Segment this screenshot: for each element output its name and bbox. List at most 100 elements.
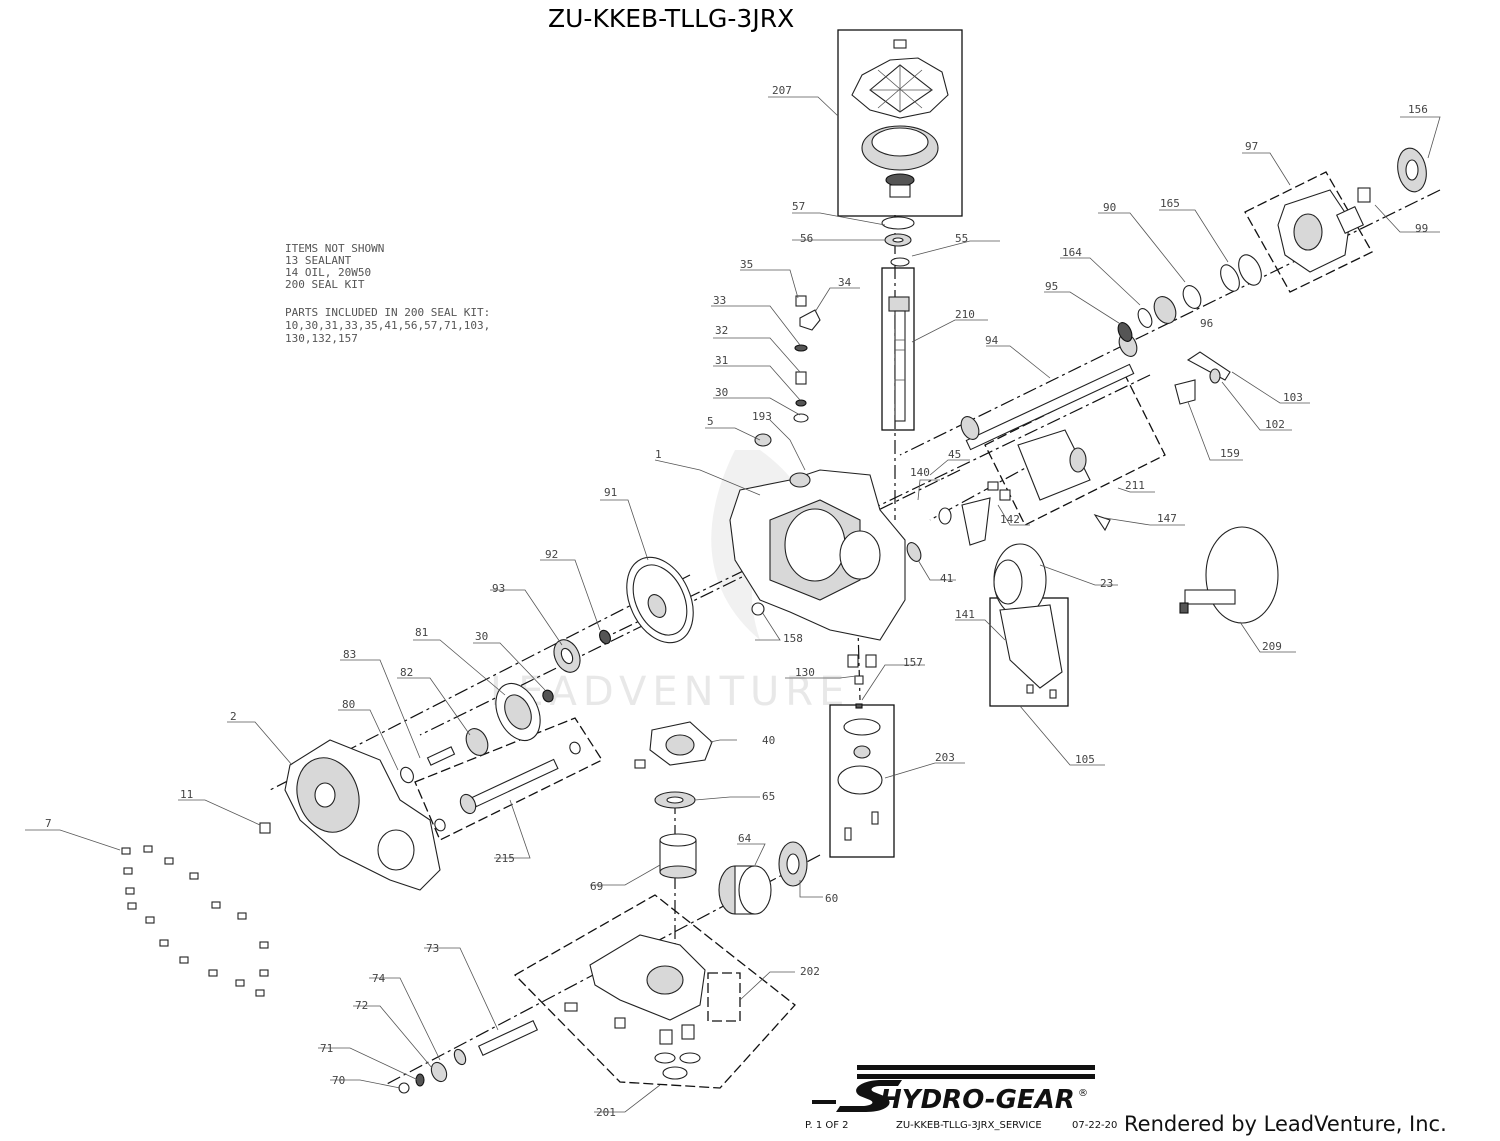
callout-97: 97 xyxy=(1245,140,1258,153)
callout-34: 34 xyxy=(838,276,852,289)
hub-kit-box-97 xyxy=(1244,171,1373,293)
callout-7: 7 xyxy=(45,817,52,830)
bearing-156 xyxy=(1357,147,1427,203)
footer: P. 1 OF 2 ZU-KKEB-TLLG-3JRX_SERVICE 07-2… xyxy=(805,1112,1447,1136)
callout-215: 215 xyxy=(495,852,515,865)
callout-209: 209 xyxy=(1262,640,1282,653)
document-date: 07-22-20 xyxy=(1072,1120,1117,1131)
callout-57: 57 xyxy=(792,200,805,213)
callout-81: 81 xyxy=(415,626,428,639)
callout-71: 71 xyxy=(320,1042,333,1055)
bearing-65 xyxy=(654,791,696,809)
drum-23 xyxy=(993,543,1047,617)
callout-41: 41 xyxy=(940,572,953,585)
callout-140: 140 xyxy=(910,466,930,479)
callout-74: 74 xyxy=(372,972,386,985)
callout-99: 99 xyxy=(1415,222,1428,235)
document-id: ZU-KKEB-TLLG-3JRX_SERVICE xyxy=(896,1120,1042,1131)
callout-80: 80 xyxy=(342,698,355,711)
diagram-title: ZU-KKEB-TLLG-3JRX xyxy=(548,4,794,33)
hub-209 xyxy=(1179,526,1279,624)
items-not-shown-item: 14 OIL, 20W50 xyxy=(285,266,371,279)
seal-kit-parts: 10,30,31,33,35,41,56,57,71,103, xyxy=(285,319,490,332)
items-not-shown-item: 13 SEALANT xyxy=(285,254,352,267)
callout-11: 11 xyxy=(180,788,193,801)
callout-35: 35 xyxy=(740,258,753,271)
pinion-82 xyxy=(400,728,489,784)
cylinder-block-69 xyxy=(659,833,697,879)
callout-105: 105 xyxy=(1075,753,1095,766)
callout-94: 94 xyxy=(985,334,999,347)
callout-103: 103 xyxy=(1283,391,1303,404)
side-cover xyxy=(259,739,441,891)
callout-73: 73 xyxy=(426,942,439,955)
callout-207: 207 xyxy=(772,84,792,97)
callout-202: 202 xyxy=(800,965,820,978)
swashplate-40 xyxy=(634,721,713,769)
callout-5: 5 xyxy=(707,415,714,428)
callout-141: 141 xyxy=(955,608,975,621)
callout-147: 147 xyxy=(1157,512,1177,525)
hydro-gear-logo: HYDRO-GEAR ® xyxy=(812,1065,1095,1115)
cover-203-stack xyxy=(837,718,883,841)
items-not-shown-item: 200 SEAL KIT xyxy=(285,278,365,291)
axle-94 xyxy=(960,333,1138,451)
callout-45: 45 xyxy=(948,448,961,461)
callout-130: 130 xyxy=(795,666,815,679)
callout-72: 72 xyxy=(355,999,368,1012)
seal-kit-parts: 130,132,157 xyxy=(285,332,358,345)
callout-56: 56 xyxy=(800,232,813,245)
hub-97 xyxy=(1277,189,1365,273)
callout-95: 95 xyxy=(1045,280,1058,293)
callout-193: 193 xyxy=(752,410,772,423)
callout-33: 33 xyxy=(713,294,726,307)
rendered-by: Rendered by LeadVenture, Inc. xyxy=(1124,1112,1447,1136)
callout-211: 211 xyxy=(1125,479,1145,492)
fan-kit-box-207 xyxy=(837,29,963,217)
bolt-set-7 xyxy=(121,845,269,997)
callout-60: 60 xyxy=(825,892,838,905)
page-indicator: P. 1 OF 2 xyxy=(805,1120,849,1131)
shaft-215 xyxy=(434,741,581,832)
callout-157: 157 xyxy=(903,656,923,669)
callout-159: 159 xyxy=(1220,447,1240,460)
callout-203: 203 xyxy=(935,751,955,764)
callout-23: 23 xyxy=(1100,577,1113,590)
gear-81 xyxy=(495,682,554,742)
callout-64: 64 xyxy=(738,832,752,845)
gear-91 xyxy=(626,556,694,644)
callout-55: 55 xyxy=(955,232,968,245)
callout-2: 2 xyxy=(230,710,237,723)
callout-32: 32 xyxy=(715,324,728,337)
input-shaft-stack xyxy=(881,216,915,422)
callout-210: 210 xyxy=(955,308,975,321)
valve-kit-box-202 xyxy=(707,972,741,1022)
callout-40: 40 xyxy=(762,734,775,747)
callout-142: 142 xyxy=(1000,513,1020,526)
center-section-kit-box-201 xyxy=(513,894,796,1089)
pump-shaft-73 xyxy=(398,1020,539,1094)
callout-102: 102 xyxy=(1265,418,1285,431)
notes-block: ITEMS NOT SHOWN 13 SEALANT 14 OIL, 20W50… xyxy=(285,242,490,345)
motor-64 xyxy=(718,841,808,915)
leader-lines xyxy=(25,96,1441,1113)
callout-96: 96 xyxy=(1200,317,1213,330)
callout-69: 69 xyxy=(590,880,603,893)
bearing-93 xyxy=(553,629,611,673)
callout-83: 83 xyxy=(343,648,356,661)
bracket-141 xyxy=(999,604,1063,699)
callout-labels: 207 156 97 99 57 56 55 90 165 164 95 96 … xyxy=(45,84,1428,1119)
callout-1: 1 xyxy=(655,448,662,461)
brake-link-parts xyxy=(1174,351,1231,405)
bypass-stack xyxy=(754,295,821,447)
callout-82: 82 xyxy=(400,666,413,679)
callout-156: 156 xyxy=(1408,103,1428,116)
callout-65: 65 xyxy=(762,790,775,803)
brake-plate-211 xyxy=(999,429,1091,501)
callout-31: 31 xyxy=(715,354,728,367)
items-not-shown-heading: ITEMS NOT SHOWN xyxy=(285,242,384,255)
axle-bearing-stack xyxy=(1117,254,1262,342)
shaft-kit-box-210 xyxy=(881,267,915,431)
registered-mark: ® xyxy=(1078,1088,1088,1099)
